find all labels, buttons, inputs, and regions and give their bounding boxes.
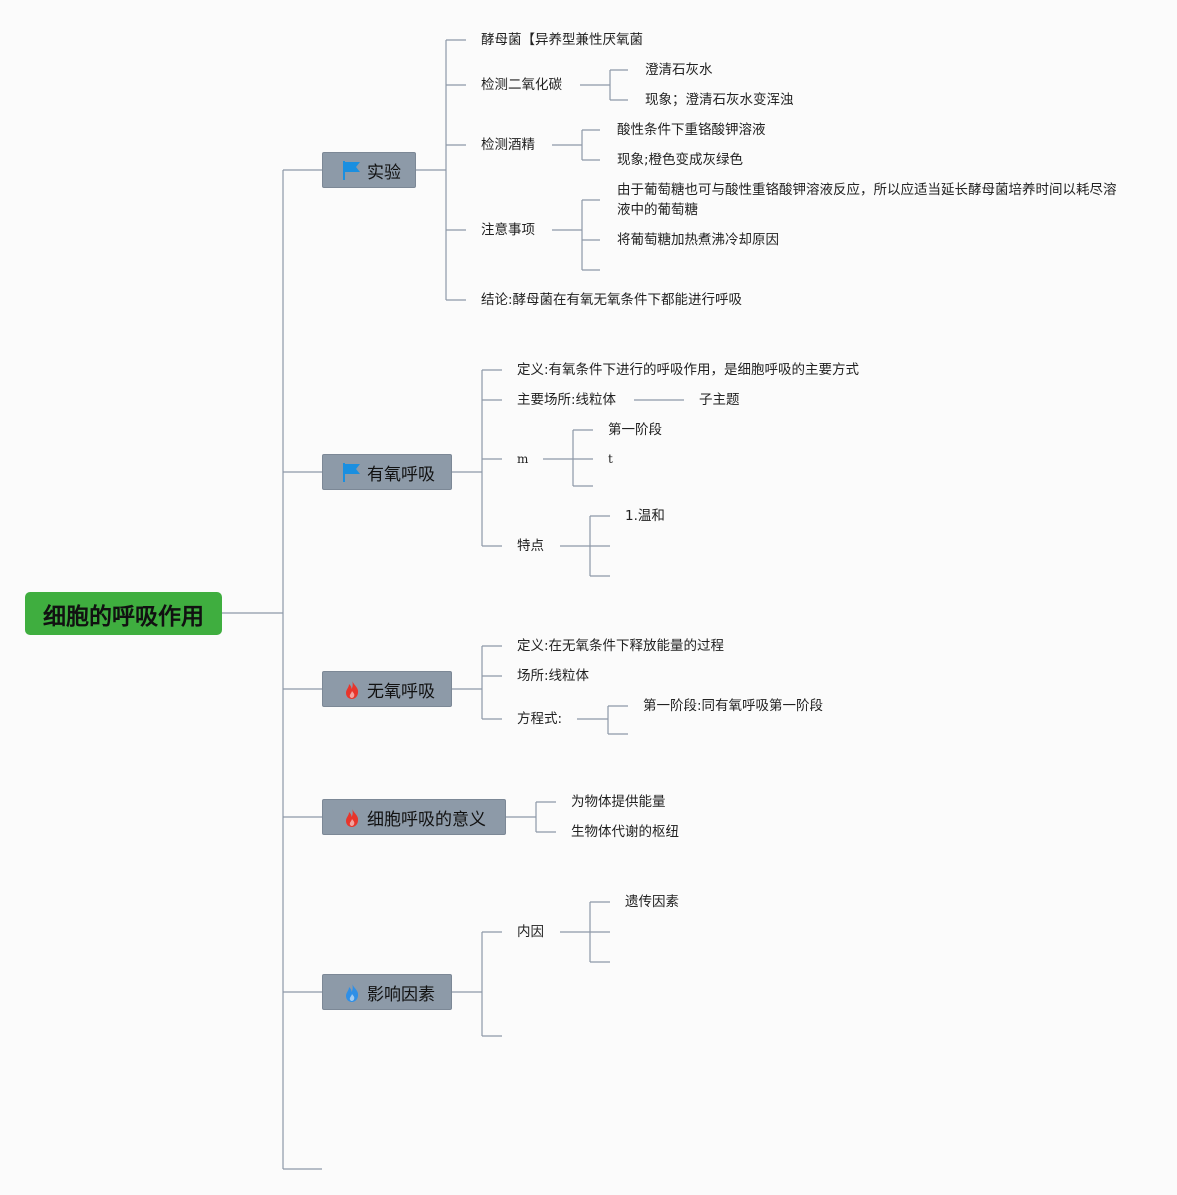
topic-experiment[interactable]: 实验 <box>322 152 416 188</box>
topic-aerobic[interactable]: 有氧呼吸 <box>322 454 452 490</box>
subtopic-yeast[interactable]: 酵母菌【异养型兼性厌氧菌 <box>481 32 643 48</box>
subtopic-anaerobic-site[interactable]: 场所:线粒体 <box>517 668 590 684</box>
flag-icon <box>343 161 360 180</box>
leaf-limewater[interactable]: 澄清石灰水 <box>645 62 713 78</box>
topic-meaning[interactable]: 细胞呼吸的意义 <box>322 799 506 835</box>
leaf-genetic-factor[interactable]: 遗传因素 <box>625 894 679 910</box>
leaf-first-stage[interactable]: 第一阶段 <box>608 422 662 438</box>
leaf-subtopic[interactable]: 子主题 <box>699 392 740 408</box>
topic-label: 无氧呼吸 <box>367 681 435 702</box>
fire-red-icon <box>346 808 359 827</box>
leaf-metabolism-hub[interactable]: 生物体代谢的枢纽 <box>571 824 679 840</box>
subtopic-features[interactable]: 特点 <box>517 538 544 554</box>
subtopic-aerobic-definition[interactable]: 定义:有氧条件下进行的呼吸作用，是细胞呼吸的主要方式 <box>517 362 860 378</box>
leaf-dichromate-phenomenon[interactable]: 现象;橙色变成灰绿色 <box>617 152 744 168</box>
root-topic[interactable]: 细胞的呼吸作用 <box>25 592 222 635</box>
topic-factors[interactable]: 影响因素 <box>322 974 452 1010</box>
subtopic-notes[interactable]: 注意事项 <box>481 222 535 238</box>
topic-connectors <box>283 169 322 1170</box>
subtopic-aerobic-site[interactable]: 主要场所:线粒体 <box>517 392 617 408</box>
subtopic-equation[interactable]: 方程式: <box>517 711 563 727</box>
topic-label: 有氧呼吸 <box>367 464 435 485</box>
leaf-note-boil[interactable]: 将葡萄糖加热煮沸冷却原因 <box>617 232 779 248</box>
subtopic-detect-co2[interactable]: 检测二氧化碳 <box>481 77 562 93</box>
flag-icon <box>343 463 360 482</box>
topic-label: 影响因素 <box>367 984 435 1005</box>
leaf-anaerobic-first-stage[interactable]: 第一阶段:同有氧呼吸第一阶段 <box>643 698 824 714</box>
leaf-limewater-phenomenon[interactable]: 现象；澄清石灰水变浑浊 <box>645 92 794 108</box>
subtopic-detect-alcohol[interactable]: 检测酒精 <box>481 137 535 153</box>
leaf-t[interactable]: t <box>608 452 613 466</box>
topic-label: 细胞呼吸的意义 <box>367 809 486 830</box>
leaf-note-glucose[interactable]: 由于葡萄糖也可与酸性重铬酸钾溶液反应，所以应适当延长酵母菌培养时间以耗尽溶液中的… <box>617 182 1117 218</box>
topic-label: 实验 <box>367 162 401 183</box>
leaf-provide-energy[interactable]: 为物体提供能量 <box>571 794 666 810</box>
fire-blue-icon <box>346 983 359 1002</box>
subtopic-internal-factor[interactable]: 内因 <box>517 924 544 940</box>
subtopic-conclusion[interactable]: 结论:酵母菌在有氧无氧条件下都能进行呼吸 <box>481 292 743 308</box>
root-topic-label: 细胞的呼吸作用 <box>43 603 204 630</box>
leaf-dichromate[interactable]: 酸性条件下重铬酸钾溶液 <box>617 122 766 138</box>
subtopic-anaerobic-definition[interactable]: 定义:在无氧条件下释放能量的过程 <box>517 638 725 654</box>
topic-anaerobic[interactable]: 无氧呼吸 <box>322 671 452 707</box>
leaf-mild[interactable]: 1.温和 <box>625 508 665 524</box>
subtopic-m[interactable]: m <box>517 452 529 466</box>
fire-red-icon <box>346 680 359 699</box>
